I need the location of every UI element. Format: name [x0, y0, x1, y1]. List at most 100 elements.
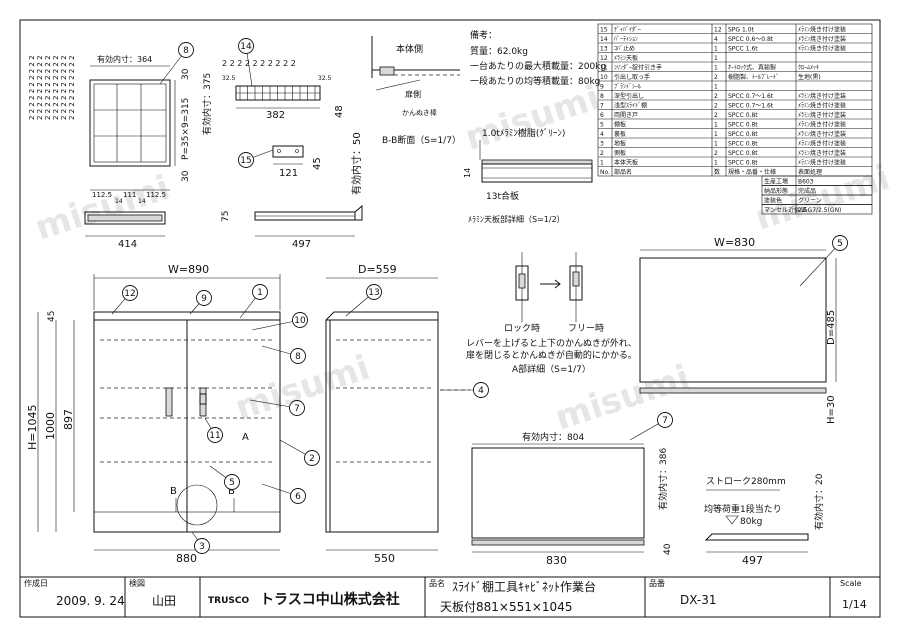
bom-cell: ﾃﾞｨﾊﾞｲﾀﾞｰ: [614, 27, 641, 34]
bom-cell: SPCC 0.7～1.6t: [728, 93, 774, 100]
lock-label: ロック時: [504, 323, 540, 334]
sheet-border: [19, 19, 881, 618]
partition-view: 2 2 2 2 2 2 2 2 2 2 32.5 32.5 382 48: [222, 59, 345, 121]
bom-cell: 2: [714, 150, 718, 157]
bom-cell: 1: [600, 160, 604, 167]
bom-cell: 4: [714, 36, 718, 43]
bom-cell: 規格・品番・仕様: [728, 168, 776, 176]
check-label: 検図: [129, 578, 145, 588]
side-view: D=559 550: [325, 263, 439, 565]
width-830: 830: [546, 554, 567, 567]
bom-cell: ﾌﾞﾗﾝﾄﾞｼｰﾙ: [614, 84, 641, 91]
bom-cell: ｼﾘﾝﾀﾞｰ錠付引き手: [614, 64, 662, 72]
divider-column: 2 2 2 2 2 2 2 2 2 2: [52, 55, 60, 120]
a-detail-label: A部詳細（S=1/7）: [512, 363, 591, 375]
bom-cell: 1: [714, 84, 718, 91]
info-label: 塗装色: [764, 197, 782, 205]
bom-cell: ｸﾛｰﾑﾒｯｷ: [798, 65, 819, 72]
bom-cell: SPG 1.0t: [728, 27, 755, 34]
dim: 112.5: [92, 191, 112, 199]
notes-max-load: 一台あたりの最大積載量：200kg: [470, 60, 606, 72]
dim-497: 497: [742, 554, 763, 567]
dim: 32.5: [318, 75, 332, 82]
bom-cell: ﾒﾗﾐﾝ焼き付け塗装: [798, 121, 846, 129]
dim-45: 45: [47, 311, 57, 322]
front-view: W=890 880 H=1045 1000 897 45 A B B: [26, 263, 281, 565]
scale-value: 1/14: [842, 598, 867, 611]
dim-497: 497: [292, 239, 311, 250]
balloon-15: 15: [240, 156, 251, 166]
melamine-detail-label: ﾒﾗﾐﾝ天板部詳細（S=1/2）: [468, 214, 565, 224]
bom-cell: 5: [600, 122, 604, 129]
eff-804: 有効内寸：804: [522, 431, 584, 443]
bom-cell: SPCC 0.8t: [728, 160, 758, 167]
bom-cell: 表面処理: [798, 168, 822, 176]
bom-cell: 2: [600, 150, 604, 157]
divider-row: 2 2 2 2 2 2 2 2 2 2: [222, 59, 296, 68]
bom-cell: 2: [714, 93, 718, 100]
balloon-7: 7: [662, 416, 668, 426]
bom-cell: No.: [600, 169, 610, 176]
balloon-5: 5: [837, 239, 843, 249]
info-value: グリーン: [798, 197, 822, 205]
bom-cell: SPCC 0.8t: [728, 150, 758, 157]
depth-559: D=559: [358, 263, 397, 276]
dim-48: 48: [334, 105, 345, 118]
bom-cell: 裏板: [614, 130, 626, 138]
drawer-top-view: 有効内寸：364 2 2 2 2 2 2 2 2 2 2 2 2 2 2 2 2…: [28, 54, 213, 250]
free-label: フリー時: [568, 323, 604, 334]
dim-382: 382: [266, 110, 285, 121]
bom-cell: 14: [600, 36, 608, 43]
plywood-label: 13t合板: [486, 190, 519, 202]
dim-45: 45: [312, 157, 323, 170]
shelf-plate-view: W=830 D=485 H=30: [639, 236, 837, 424]
bom-cell: 1: [714, 131, 718, 138]
product-name-2: 天板付881×551×1045: [440, 600, 572, 614]
bom-cell: 2: [714, 74, 718, 81]
width-890: W=890: [168, 263, 209, 276]
notes-title: 備考：: [470, 29, 497, 41]
melamine-resin: 1.0tﾒﾗﾐﾝ樹脂(ｸﾞﾘｰﾝ): [482, 127, 565, 139]
load-80: 80kg: [740, 517, 762, 527]
bom-cell: 数: [714, 168, 720, 176]
bom-cell: 7: [600, 103, 604, 110]
slide-shelf-view: 有効内寸：804 有効内寸：386 40 830: [471, 431, 673, 567]
bom-cell: SPCC 0.6～0.8t: [728, 36, 774, 43]
bom-cell: 12: [600, 55, 608, 62]
eff-20: 有効内寸：20: [813, 473, 825, 530]
stroke-label: ストローク280mm: [706, 476, 786, 487]
bom-cell: 3: [600, 141, 604, 148]
balloon-8: 8: [183, 46, 189, 56]
divider-view: 121 45: [272, 145, 323, 179]
notes-weight: 質量：62.0kg: [470, 45, 528, 57]
depth-485: D=485: [826, 310, 837, 345]
balloon-12: 12: [124, 289, 135, 299]
created-date: 2009. 9. 24: [56, 594, 125, 608]
bom-cell: ﾒﾗﾐﾝ焼き付け塗装: [798, 130, 846, 138]
brand-logo: TRUSCO: [208, 596, 249, 606]
height-1045: H=1045: [26, 405, 39, 450]
bom-cell: 9: [600, 84, 604, 91]
bom-cell: 地板: [614, 140, 626, 148]
bom-cell: SPCC 0.8t: [728, 131, 758, 138]
bom-cell: ﾒﾗﾐﾝ焼き付け塗装: [798, 111, 846, 119]
bom-cell: 1: [714, 65, 718, 72]
a-mark: A: [242, 432, 249, 443]
title-block: 作成日 2009. 9. 24 検図 山田 TRUSCO トラスコ中山株式会社 …: [20, 576, 880, 617]
bb-section: 本体側 扉側 かんぬき棒 B-B断面（S=1/7）: [371, 36, 461, 146]
info-value: 2.5G7/2.5(GN): [798, 207, 841, 214]
a-detail: ロック時 フリー時 レバーを上げると上下のかんぬきが外れ、 扉を閉じるとかんぬき…: [466, 252, 637, 375]
dim: 112.5: [146, 191, 166, 199]
bom-cell: 2: [714, 103, 718, 110]
dim-40: 40: [663, 543, 673, 555]
divider-column: 2 2 2 2 2 2 2 2 2 2: [60, 55, 68, 120]
balloon-1: 1: [257, 288, 263, 298]
bom-cell: ﾒﾗﾐﾝ天板: [614, 54, 638, 62]
drawer-eff-width: 有効内寸：364: [97, 54, 152, 64]
bom-cell: 1: [714, 160, 718, 167]
eff-386: 有効内寸：386: [657, 448, 669, 510]
bom-cell: ﾒﾗﾐﾝ焼き付け塗装: [798, 149, 846, 157]
depth-550: 550: [374, 552, 395, 565]
